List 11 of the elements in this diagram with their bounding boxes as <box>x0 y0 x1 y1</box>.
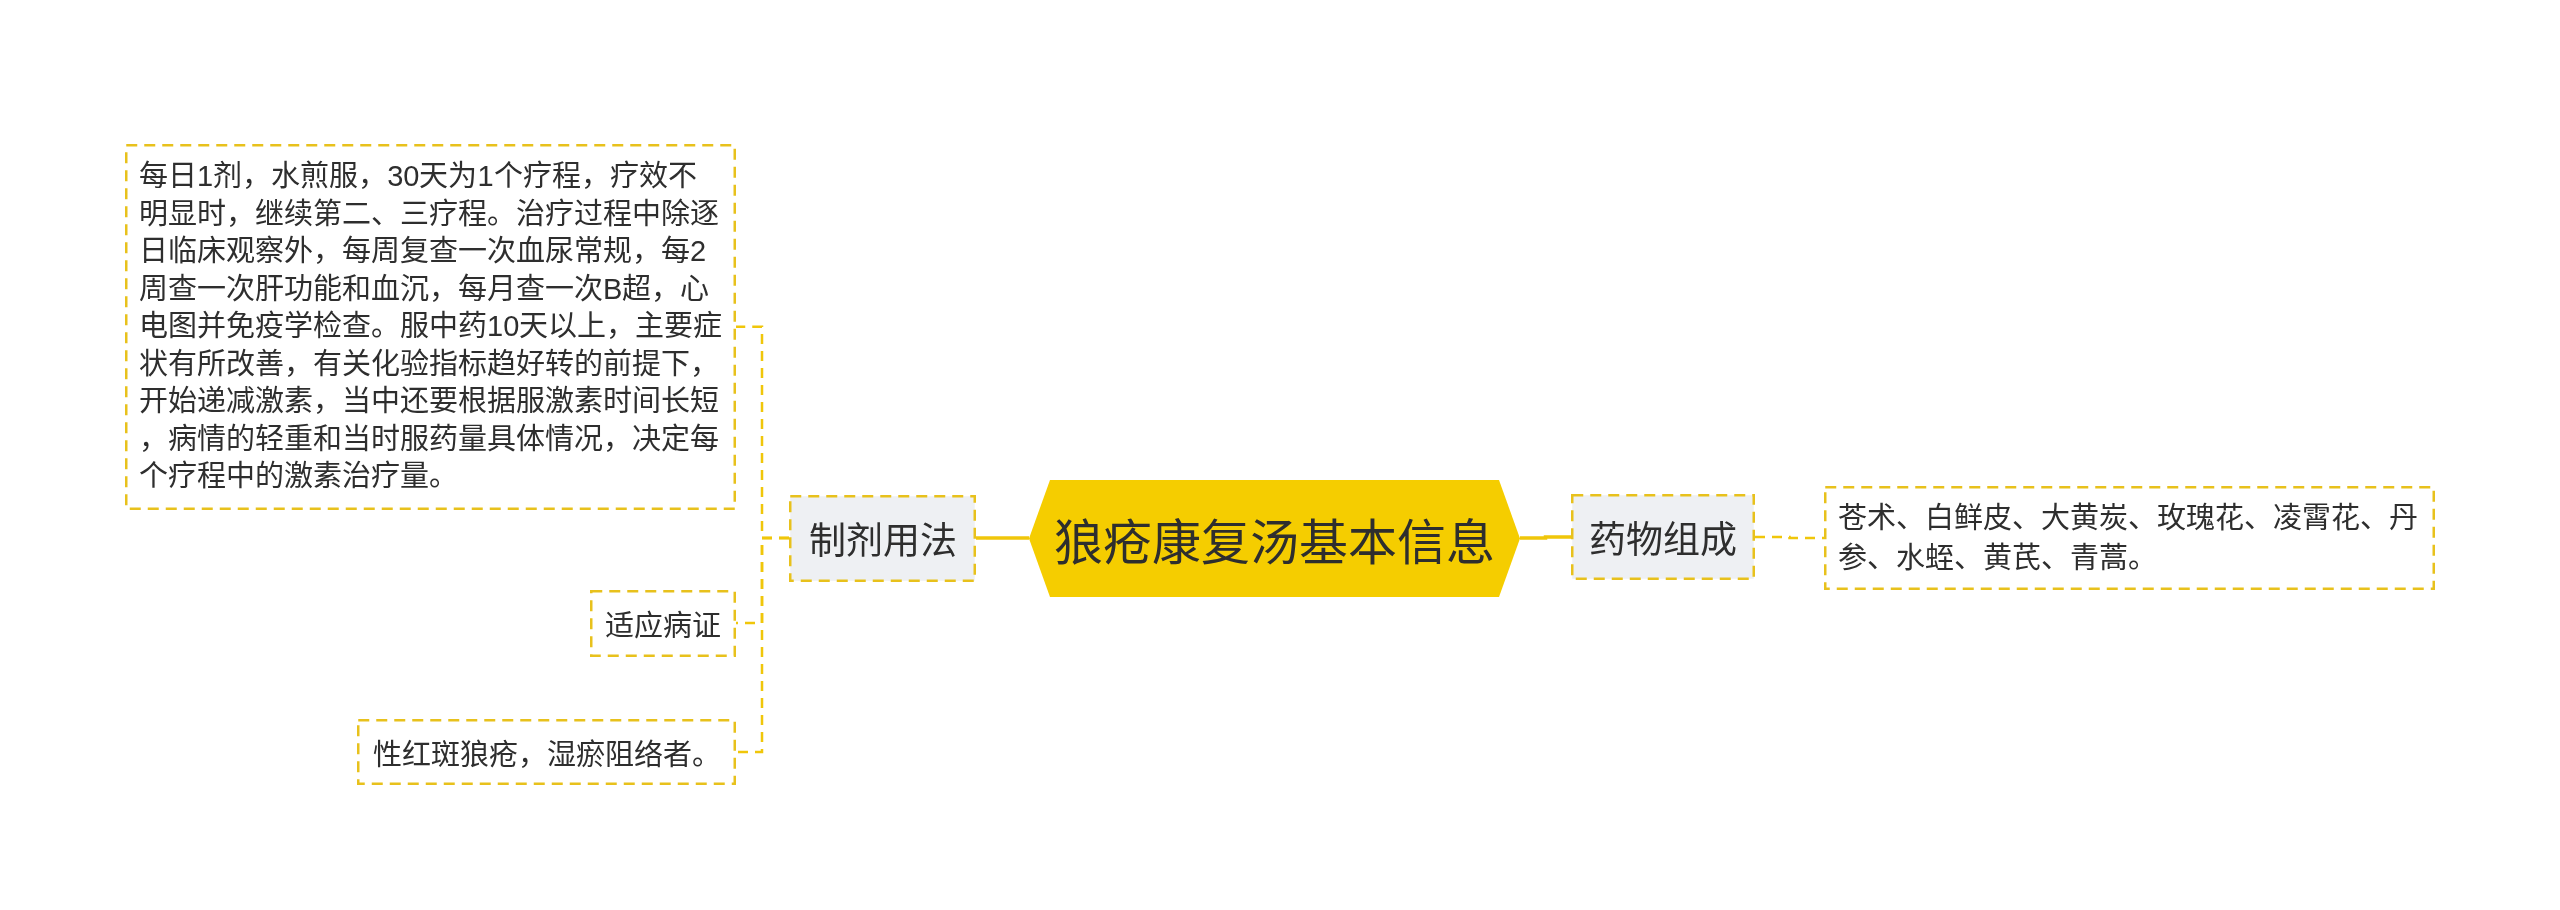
topic-box: 性红斑狼疮，湿瘀阻络者。 <box>357 719 736 785</box>
connector-line <box>1520 535 1571 540</box>
topic-box: 药物组成 <box>1571 494 1755 580</box>
connector-line <box>736 536 789 754</box>
hexagon-node: 狼疮康复汤基本信息 <box>1029 479 1520 597</box>
connector-line <box>1755 535 1824 540</box>
text-box: 苍术、白鲜皮、大黄炭、玫瑰花、凌霄花、丹参、水蛭、黄芪、青蒿。 <box>1824 486 2435 590</box>
topic-box: 适应病证 <box>590 589 736 657</box>
connector-line <box>976 536 1029 540</box>
topic-box: 制剂用法 <box>789 494 976 582</box>
text-box: 每日1剂，水煎服，30天为1个疗程，疗效不明显时，继续第二、三疗程。治疗过程中除逐日临床观察外，每周复查一次血尿常规，每2周查一次肝功能和血沉，每月查一次B超，心电图并免疫学检查。服中药10天以上，主要症状有所改善，有关化验指标趋好转的前提下，开始递减激素，当中还要根据服激素时间长短，病情的轻重和当时服药量具体情况，决定每个疗程中的激素治疗量。 <box>125 144 736 510</box>
